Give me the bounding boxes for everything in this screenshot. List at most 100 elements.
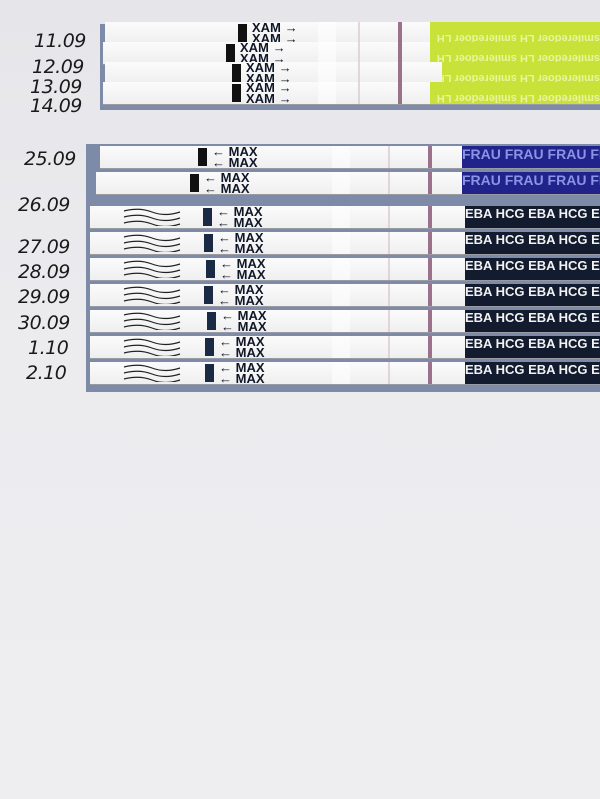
control-line [398,62,402,84]
test-line-faint [388,310,390,332]
max-line-label: ← MAX ← MAX [219,362,265,385]
date-label: 13.09 [30,76,82,98]
strip-handle: EBA HCG EBA HCG EBA HCG EBA HCG [465,206,600,228]
max-line-label: ← MAX ← MAX [218,232,264,255]
date-label: 12.09 [32,56,84,78]
sample-marker-bar [203,208,212,226]
test-line-faint [388,336,390,358]
test-line-faint [388,232,390,254]
test-strip: ← MAX ← MAX EBA HCG EBA HCG EBA HCG EBA H… [90,362,600,385]
sample-marker-bar [226,44,235,62]
control-line [398,82,402,104]
date-label: 26.09 [18,194,70,216]
control-line [428,258,432,280]
test-line-faint [388,258,390,280]
max-line-label: ← MAX ← MAX [246,82,292,105]
test-strip: ← MAX ← MAX EBA HCG EBA HCG EBA HCG EBA H… [90,310,600,333]
wave-pattern [122,312,182,332]
test-strip: ← MAX ← MAX EBA HCG EBA HCG EBA HCG EBA H… [90,258,600,281]
max-line-label: ← MAX ← MAX [212,146,258,169]
test-strip: ← MAX ← MAX EBA HCG EBA HCG EBA HCG EBA H… [90,284,600,307]
wave-pattern [122,208,182,228]
glare [318,42,336,64]
control-line [428,362,432,384]
test-strip: ← MAX ← MAX smileredoer LH smileredoer LH [103,82,600,105]
test-line-faint [388,172,390,194]
max-line-label: ← MAX ← MAX [240,42,286,65]
max-line-label: ← MAX ← MAX [219,336,265,359]
sample-marker-bar [204,234,213,252]
glare [332,258,350,280]
test-line-faint [388,206,390,228]
test-line-faint [358,42,360,64]
sample-marker-bar [232,84,241,102]
glare [332,146,350,168]
glare [318,22,336,44]
strip-handle: EBA HCG EBA HCG EBA HCG EBA HCG [465,284,600,306]
wave-pattern [122,338,182,358]
sample-marker-bar [232,64,241,82]
glare [332,232,350,254]
control-line [428,310,432,332]
glare [332,172,350,194]
strip-handle: FRAU FRAU FRAU FRAU FRAU FRAU [462,146,600,168]
strip-handle: EBA HCG EBA HCG EBA HCG EBA HCG [465,258,600,280]
strip-handle: smileredoer LH smileredoer LH [430,42,600,64]
wave-pattern [122,364,182,384]
sample-marker-bar [204,286,213,304]
strip-handle: EBA HCG EBA HCG EBA HCG EBA HCG [465,232,600,254]
strip-handle: smileredoer LH smileredoer LH [442,62,600,84]
date-label: 14.09 [30,95,82,117]
strip-handle: smileredoer LH smileredoer LH [430,82,600,104]
test-line-faint [388,284,390,306]
wave-pattern [122,260,182,280]
test-line-faint [358,82,360,104]
strip-handle: EBA HCG EBA HCG EBA HCG EBA HCG [465,336,600,358]
max-line-label: ← MAX ← MAX [218,284,264,307]
sample-marker-bar [190,174,199,192]
date-label: 30.09 [18,312,70,334]
wave-pattern [122,234,182,254]
strip-handle: EBA HCG EBA HCG EBA HCG EBA HCG [465,362,600,384]
glare [318,82,336,104]
test-strip: ← MAX ← MAX EBA HCG EBA HCG EBA HCG EBA H… [90,232,600,255]
test-strip: ← MAX ← MAX EBA HCG EBA HCG EBA HCG EBA H… [90,206,600,229]
test-line-faint [388,362,390,384]
test-strip: ← MAX ← MAX smileredoer LH smileredoer LH [105,22,600,45]
test-line-faint [358,62,360,84]
control-line [428,232,432,254]
max-line-label: ← MAX ← MAX [220,258,266,281]
max-line-label: ← MAX ← MAX [217,206,263,229]
test-strip: ← MAX ← MAX EBA HCG EBA HCG EBA HCG EBA H… [90,336,600,359]
date-label: 2.10 [26,362,67,384]
strip-handle: EBA HCG EBA HCG EBA HCG EBA HCG [465,310,600,332]
date-label: 11.09 [34,30,86,52]
glare [318,62,336,84]
date-label: 29.09 [18,286,70,308]
glare [332,206,350,228]
date-label: 25.09 [24,148,76,170]
control-line [428,206,432,228]
max-line-label: ← MAX ← MAX [221,310,267,333]
max-line-label: ← MAX ← MAX [204,172,250,195]
date-label: 28.09 [18,261,70,283]
max-line-label: ← MAX ← MAX [252,22,298,45]
glare [332,284,350,306]
control-line [398,42,402,64]
control-line [398,22,402,44]
sample-marker-bar [207,312,216,330]
date-label: 1.10 [28,337,69,359]
sample-marker-bar [238,24,247,42]
test-line-faint [388,146,390,168]
glare [332,310,350,332]
date-label: 27.09 [18,236,70,258]
max-line-label: ← MAX ← MAX [246,62,292,85]
sample-marker-bar [206,260,215,278]
control-line [428,284,432,306]
test-strip: ← MAX ← MAX FRAU FRAU FRAU FRAU FRAU FRAU [100,146,600,169]
sample-marker-bar [198,148,207,166]
control-line [428,146,432,168]
control-line [428,336,432,358]
strip-handle: smileredoer LH smileredoer LH [430,22,600,44]
